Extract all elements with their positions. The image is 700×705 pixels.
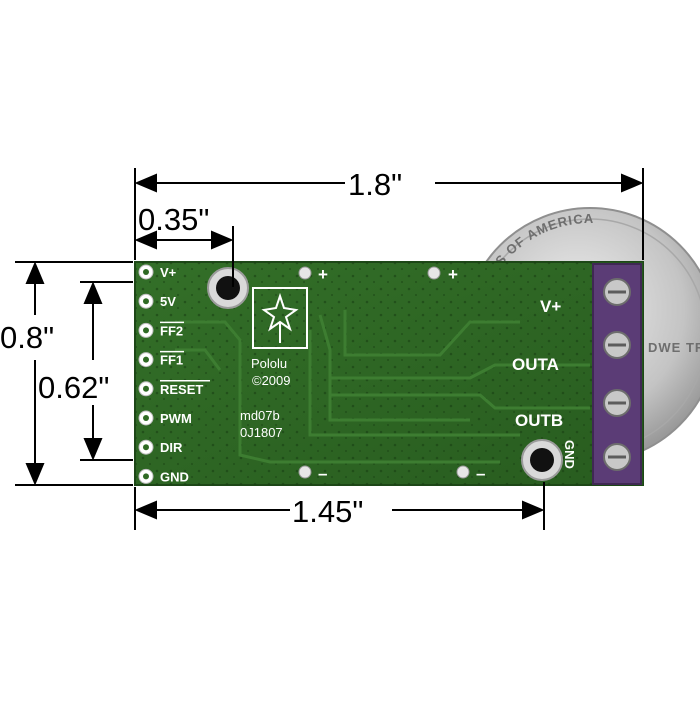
power-pads (298, 266, 470, 479)
dim-height-pins: 0.62" (38, 370, 109, 405)
dim-width-total: 1.8" (348, 167, 402, 202)
coin-motto: DWE TRUST (648, 340, 700, 355)
pin-label-ff2: FF2 (160, 323, 183, 338)
pin-hole (143, 356, 149, 363)
mounting-hole-top (207, 267, 249, 309)
pin-hole (143, 385, 149, 392)
dim-width-holes: 1.45" (292, 494, 363, 529)
pin-hole (143, 415, 149, 421)
pin-label-dir: DIR (160, 440, 183, 455)
copyright-text: ©2009 (252, 373, 291, 388)
pin-hole (143, 269, 149, 275)
pin-label-gnd: GND (160, 469, 189, 484)
terminal-label-vplus: V+ (540, 297, 561, 316)
pcb-traces (175, 310, 590, 464)
pin-hole (143, 298, 149, 305)
terminal-label-gnd: GND (562, 440, 577, 469)
pin-label-5v: 5V (160, 294, 176, 309)
pololu-logo (252, 287, 308, 349)
pin-label-reset: RESET (160, 382, 203, 397)
pin-label-ff1: FF1 (160, 353, 183, 368)
screw-terminals (592, 263, 642, 485)
terminal-label-outb: OUTB (515, 411, 563, 430)
logo-name: Pololu (251, 356, 287, 371)
pin-hole (143, 444, 149, 451)
pin-hole (143, 473, 149, 480)
minus-marker-1: – (318, 464, 327, 483)
pin-label-v: V+ (160, 265, 177, 280)
minus-marker-2: – (476, 464, 485, 483)
pin-label-pwm: PWM (160, 411, 192, 426)
dim-height-total: 0.8" (0, 320, 54, 355)
plus-marker-1: + (318, 265, 328, 284)
dim-offset-hole: 0.35" (138, 202, 209, 237)
dimension-annotations (15, 168, 644, 530)
model-text: md07b (240, 408, 280, 423)
plus-marker-2: + (448, 265, 458, 284)
pin-hole (143, 327, 149, 334)
code-text: 0J1807 (240, 425, 283, 440)
mounting-hole-bottom (521, 439, 563, 481)
terminal-label-outa: OUTA (512, 355, 559, 374)
